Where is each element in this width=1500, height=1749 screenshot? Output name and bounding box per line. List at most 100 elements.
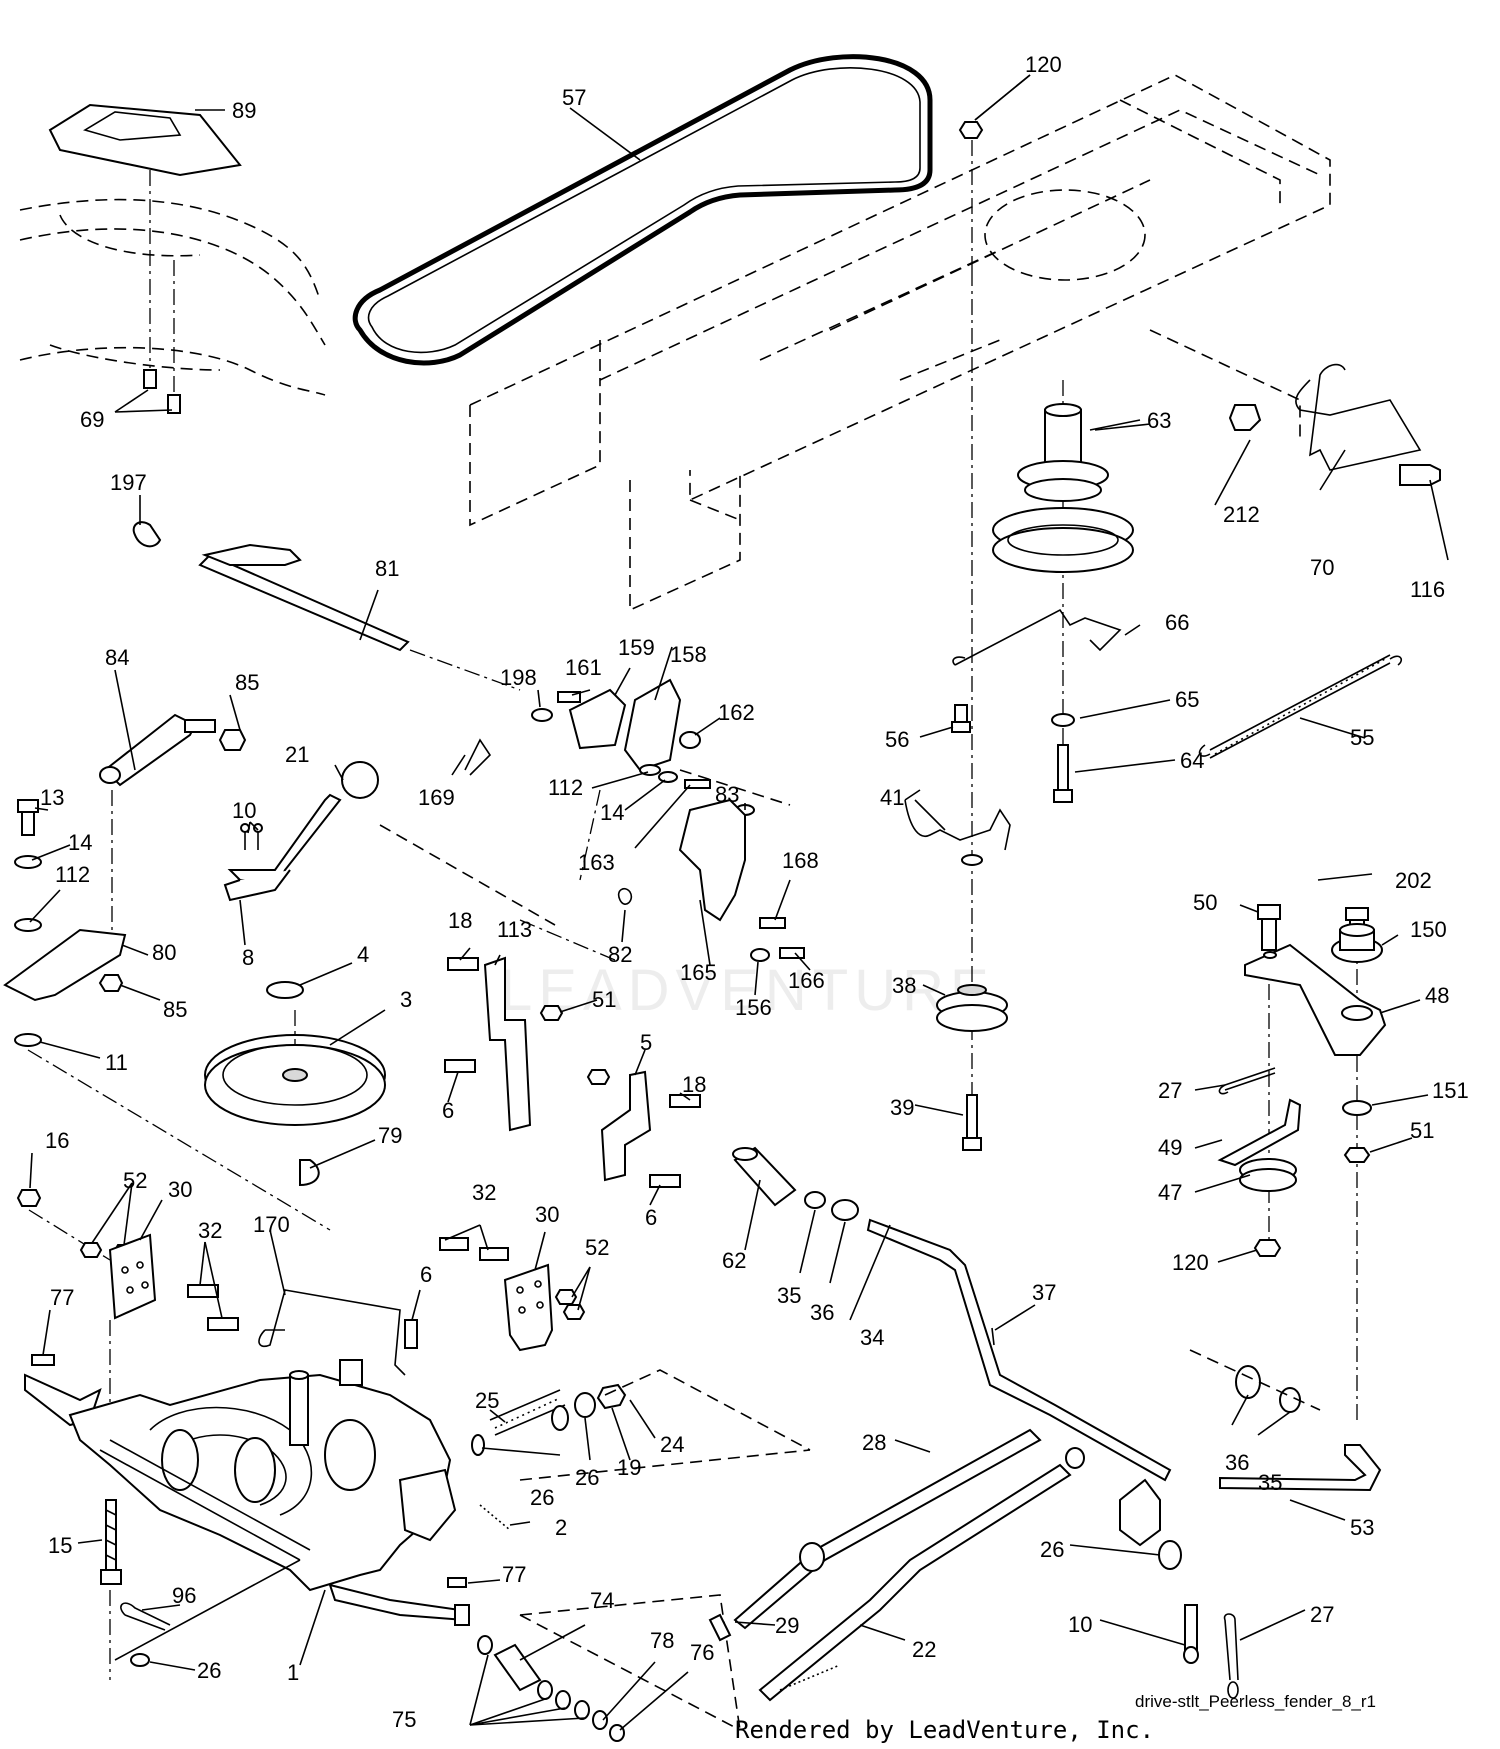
shift-rod-81 xyxy=(132,521,521,691)
pulley-63 xyxy=(992,403,1141,573)
washer-151 xyxy=(1342,1100,1372,1116)
label-166: 166 xyxy=(788,968,825,993)
transmission-pulley-3 xyxy=(204,981,386,1187)
label-162: 162 xyxy=(718,700,755,725)
fender-outline xyxy=(19,198,326,396)
label-77-lower: 77 xyxy=(502,1562,526,1587)
label-24: 24 xyxy=(660,1432,684,1457)
label-156: 156 xyxy=(735,995,772,1020)
axle-hardware-stack xyxy=(477,1594,741,1742)
nut-51-right xyxy=(1343,1147,1371,1163)
label-50: 50 xyxy=(1193,890,1217,915)
label-85-upper: 85 xyxy=(235,670,259,695)
label-36-right: 36 xyxy=(1225,1450,1249,1475)
label-26-spring: 26 xyxy=(530,1485,554,1510)
label-165: 165 xyxy=(680,960,717,985)
label-51-middle: 51 xyxy=(592,987,616,1012)
label-11: 11 xyxy=(105,1050,128,1075)
part-number-labels: 89 57 120 69 197 81 63 212 70 116 66 65 … xyxy=(40,52,1469,1732)
label-35-right: 35 xyxy=(1258,1470,1282,1495)
label-30-right: 30 xyxy=(535,1202,559,1227)
washer-65-bolt-64 xyxy=(1051,713,1075,803)
mounting-hardware-left xyxy=(16,1189,239,1420)
bushing-62 xyxy=(732,1146,859,1221)
transaxle-1 xyxy=(24,1359,470,1626)
label-56: 56 xyxy=(885,727,909,752)
diagram-file-label: drive-stlt_Peerless_fender_8_r1 xyxy=(1135,1692,1376,1711)
belt-guide-66 xyxy=(952,608,1122,666)
label-51-right: 51 xyxy=(1410,1118,1434,1143)
label-14-left: 14 xyxy=(68,830,92,855)
bolts-69 xyxy=(143,250,181,414)
label-57: 57 xyxy=(562,85,586,110)
label-22: 22 xyxy=(912,1637,936,1662)
watermark-text: LEADVENTURE xyxy=(500,958,995,1023)
label-80: 80 xyxy=(152,940,176,965)
drive-belt-57 xyxy=(352,54,933,366)
label-159: 159 xyxy=(618,635,655,660)
bracket-165 xyxy=(379,738,805,962)
label-53: 53 xyxy=(1350,1515,1374,1540)
label-32-right: 32 xyxy=(472,1180,496,1205)
spring-25-stack xyxy=(471,1369,811,1481)
label-78: 78 xyxy=(650,1628,674,1653)
label-29: 29 xyxy=(775,1613,799,1638)
label-21: 21 xyxy=(285,742,309,767)
label-66: 66 xyxy=(1165,610,1189,635)
label-169: 169 xyxy=(418,785,455,810)
label-48: 48 xyxy=(1425,983,1449,1008)
label-10-upper: 10 xyxy=(232,798,256,823)
leader-lines xyxy=(29,74,1449,1731)
bracket-5 xyxy=(586,1069,701,1188)
label-32-left: 32 xyxy=(198,1218,222,1243)
hairpin-27-upper xyxy=(1218,1067,1276,1095)
mounting-hardware-right xyxy=(439,1237,586,1352)
label-10-lower: 10 xyxy=(1068,1612,1092,1637)
label-34: 34 xyxy=(860,1325,884,1350)
label-83: 83 xyxy=(715,782,739,807)
label-69: 69 xyxy=(80,407,104,432)
label-13: 13 xyxy=(40,785,64,810)
label-84: 84 xyxy=(105,645,129,670)
tractor-frame xyxy=(469,74,1331,612)
label-2: 2 xyxy=(555,1515,567,1540)
bolt-15 xyxy=(100,1499,122,1585)
label-113: 113 xyxy=(497,917,532,942)
link-84 xyxy=(99,713,247,960)
label-65: 65 xyxy=(1175,687,1199,712)
label-112-upper: 112 xyxy=(548,775,583,800)
pin-37 xyxy=(991,1327,995,1346)
label-38: 38 xyxy=(892,973,916,998)
spring-2 xyxy=(479,1504,511,1531)
label-63: 63 xyxy=(1147,408,1171,433)
label-3: 3 xyxy=(400,987,412,1012)
label-64: 64 xyxy=(1180,748,1204,773)
label-116: 116 xyxy=(1410,577,1445,602)
rendered-by-credit: Rendered by LeadVenture, Inc. xyxy=(735,1716,1154,1744)
label-96: 96 xyxy=(172,1583,196,1608)
label-16: 16 xyxy=(45,1128,69,1153)
label-76: 76 xyxy=(690,1640,714,1665)
label-28: 28 xyxy=(862,1430,886,1455)
label-37: 37 xyxy=(1032,1280,1056,1305)
label-75: 75 xyxy=(392,1707,416,1732)
label-27-upper: 27 xyxy=(1158,1078,1182,1103)
label-15: 15 xyxy=(48,1533,72,1558)
label-39: 39 xyxy=(890,1095,914,1120)
washer-26-bottom-left xyxy=(130,1653,150,1667)
label-26-right: 26 xyxy=(1040,1537,1064,1562)
bracket-113 xyxy=(444,956,564,1132)
label-62: 62 xyxy=(722,1248,746,1273)
label-161: 161 xyxy=(565,655,602,680)
pulley-38 xyxy=(936,984,1008,1032)
shift-bracket-cluster xyxy=(531,678,791,881)
label-197: 197 xyxy=(110,470,147,495)
label-25: 25 xyxy=(475,1388,499,1413)
rod-170 xyxy=(258,1289,406,1376)
rods-28-22 xyxy=(708,1428,1085,1702)
label-14-upper: 14 xyxy=(600,800,624,825)
label-47: 47 xyxy=(1158,1180,1182,1205)
label-1: 1 xyxy=(287,1660,299,1685)
label-4: 4 xyxy=(357,942,369,967)
